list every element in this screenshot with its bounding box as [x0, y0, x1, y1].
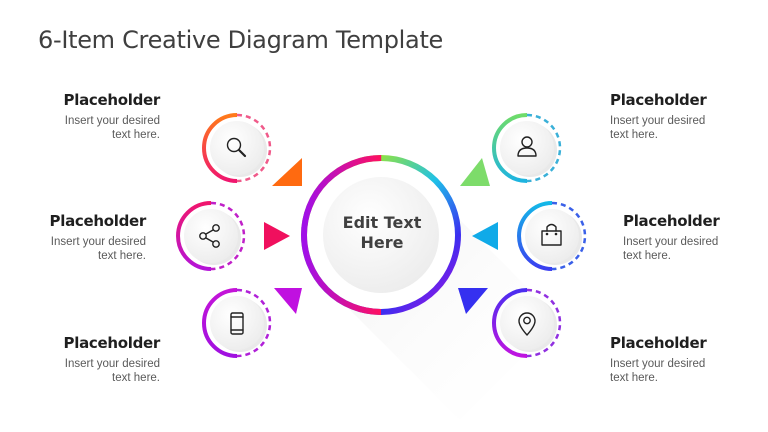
shopping-bag-icon — [541, 223, 562, 246]
node-mid-left — [176, 201, 246, 271]
arrow-top-right — [460, 158, 490, 186]
page-title: 6-Item Creative Diagram Template — [38, 26, 444, 54]
arrow-bottom-left — [274, 288, 302, 314]
node-bottom-left — [202, 288, 272, 358]
center-text-line1: Edit Text — [342, 213, 422, 232]
label-heading: Placeholder — [49, 212, 147, 230]
share-icon — [199, 224, 220, 248]
node-top-left — [202, 113, 272, 183]
label-heading: Placeholder — [610, 334, 707, 352]
label-heading: Placeholder — [610, 91, 707, 109]
location-pin-icon — [518, 312, 536, 336]
node-mid-right — [517, 201, 587, 271]
center-disc — [323, 177, 439, 293]
label-heading: Placeholder — [63, 91, 161, 109]
center-text[interactable]: Edit Text Here — [322, 213, 442, 253]
arrow-mid-right — [472, 222, 498, 250]
label-heading: Placeholder — [623, 212, 720, 230]
arrow-bottom-right — [458, 288, 488, 314]
label-heading: Placeholder — [63, 334, 161, 352]
search-icon — [226, 137, 247, 158]
node-bottom-right — [492, 288, 562, 358]
arrow-mid-left — [264, 222, 290, 250]
smartphone-icon — [230, 312, 244, 335]
user-icon — [517, 136, 537, 157]
arrow-top-left — [272, 158, 302, 186]
center-text-line2: Here — [360, 233, 404, 252]
